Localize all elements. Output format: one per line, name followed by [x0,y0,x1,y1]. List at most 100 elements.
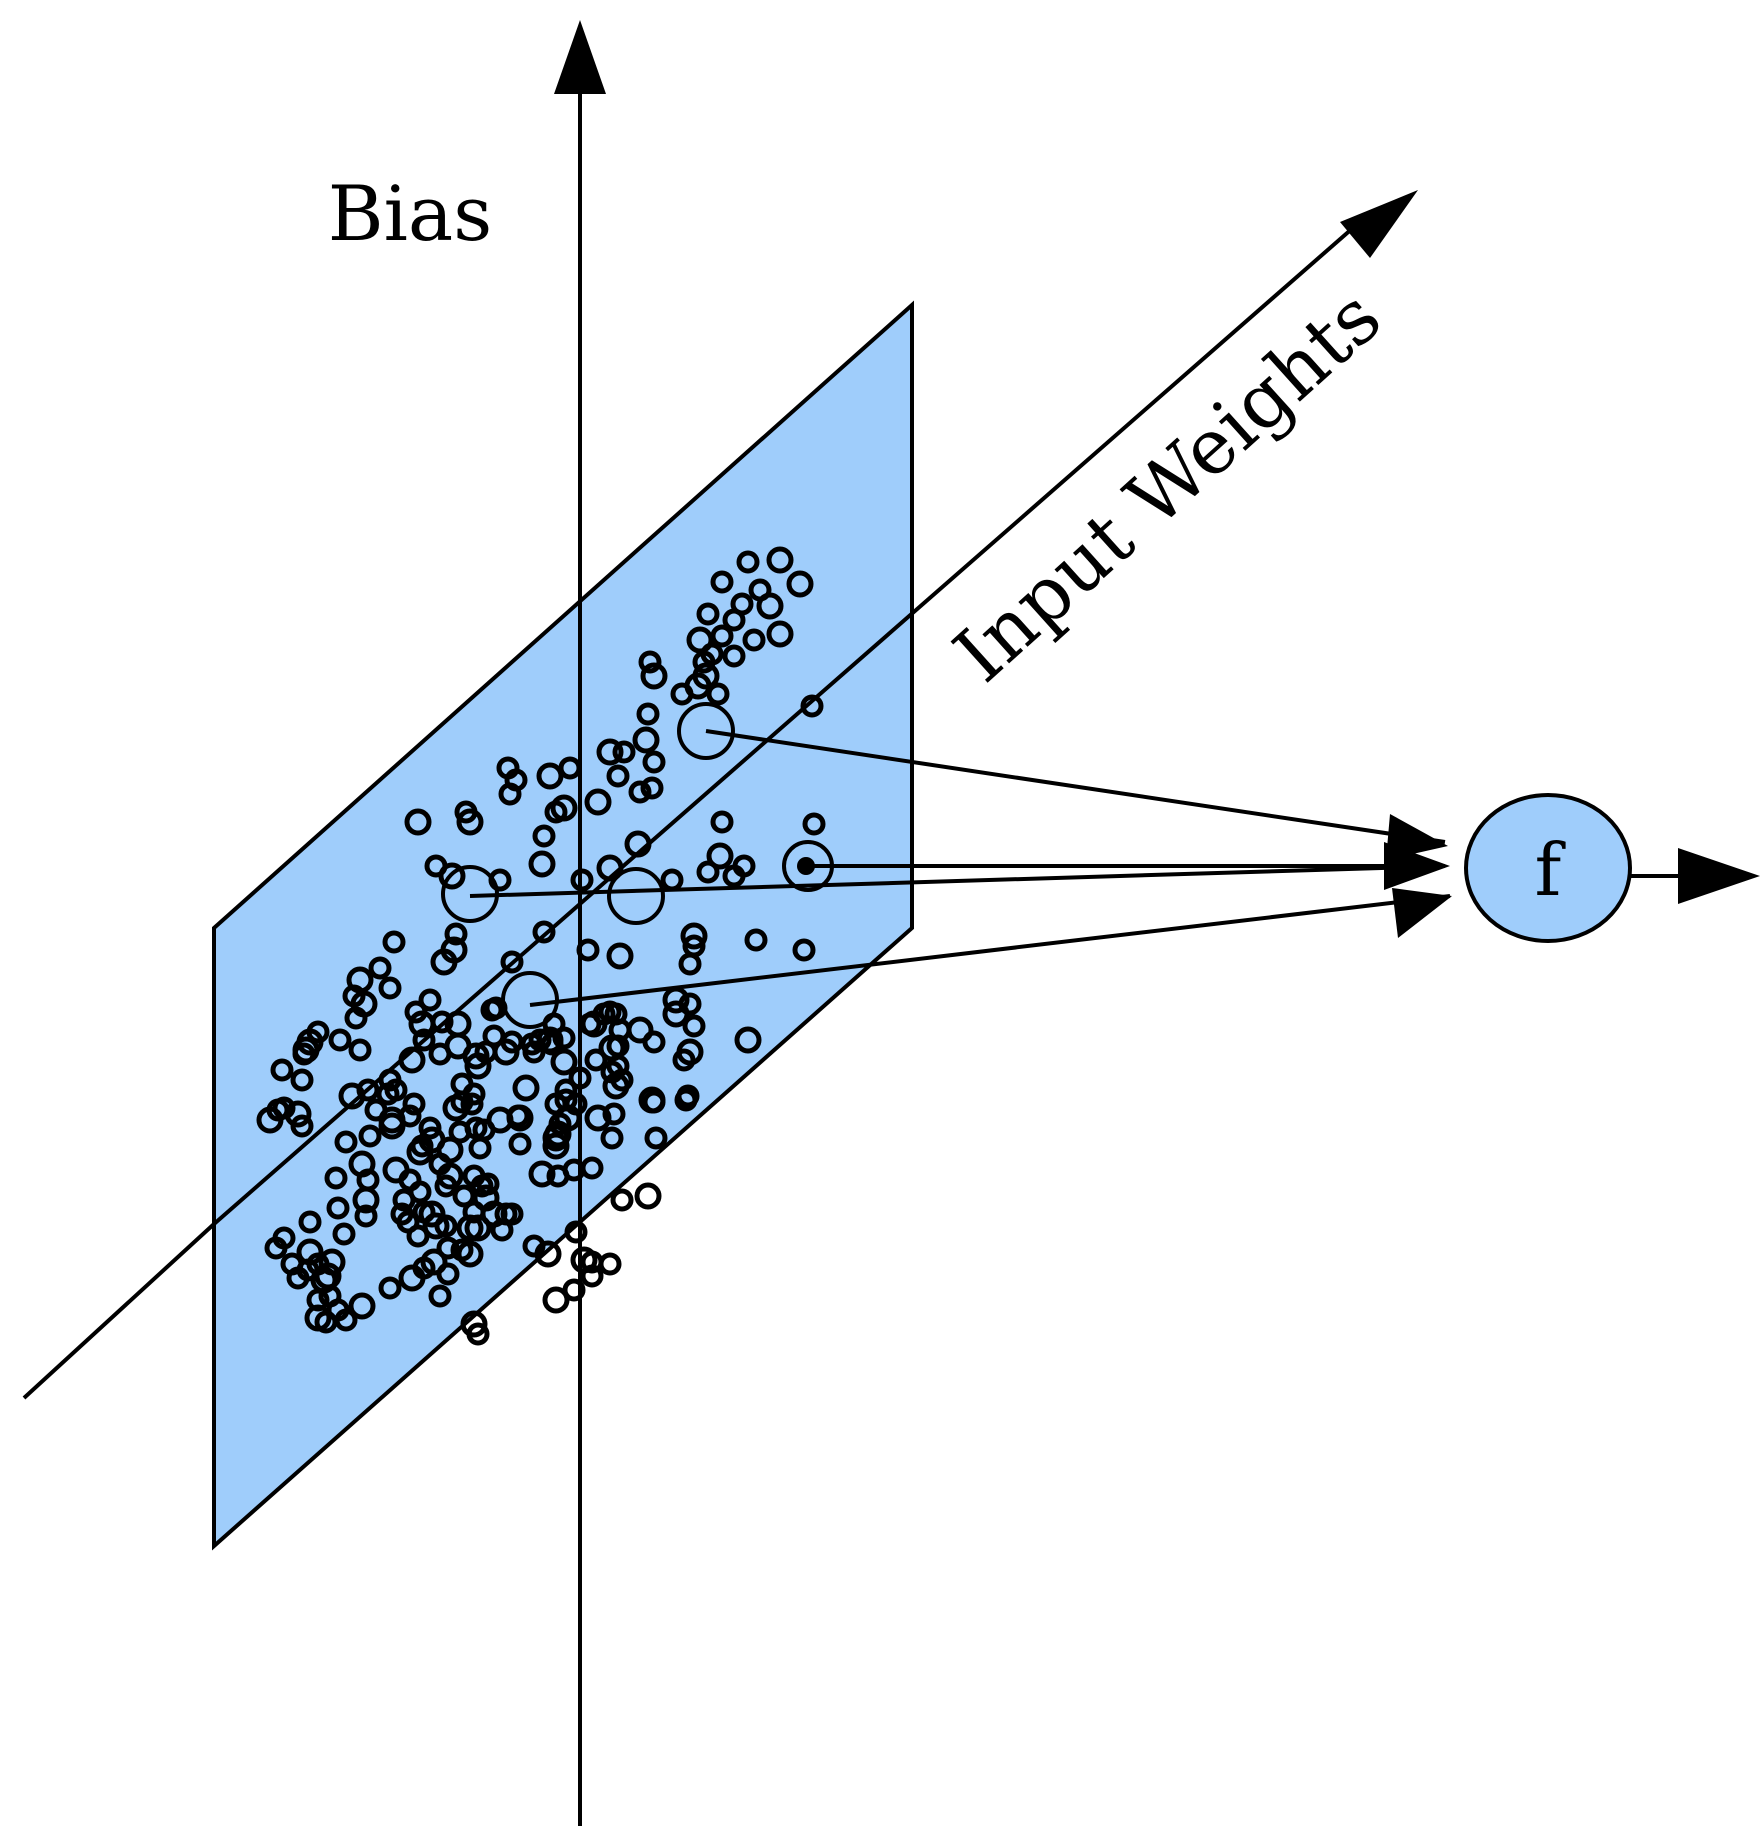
sample-point [546,1164,570,1188]
sample-point [436,1136,464,1164]
output-arrowhead [1678,848,1760,904]
sample-point [512,1074,540,1102]
sample-point [464,1214,492,1242]
sample-point [482,1024,506,1048]
sample-point [802,812,826,836]
sample-point [570,868,594,892]
sample-point [450,1072,474,1096]
sample-point [460,1310,488,1338]
sample-point [682,934,706,958]
sample-point [436,1262,460,1286]
sample-point [422,1212,450,1240]
sample-point [580,1156,604,1180]
sample-point [398,1046,426,1074]
sample-point [290,1068,314,1092]
sample-point [378,976,402,1000]
sample-point [436,1236,460,1260]
sample-point [292,1036,320,1064]
sample-point [696,602,720,626]
sample-point [544,800,568,824]
sample-point [450,1238,474,1262]
sample-point [634,1182,662,1210]
sample-point [710,570,734,594]
sample-point [756,592,784,620]
sample-point [382,930,406,954]
sample-point [436,1162,464,1190]
sample-point [328,1028,352,1052]
selected-point [677,702,735,760]
sample-point [452,1184,476,1208]
weights-axis-arrowhead [1340,190,1418,258]
sample-point [334,1130,358,1154]
sample-point [766,620,794,648]
sample-point [640,776,664,800]
sample-point [358,1124,382,1148]
sample-point [584,1048,608,1072]
sample-point [674,1088,698,1112]
sample-point [554,1088,578,1112]
connection [469,864,1446,898]
selected-point [607,867,665,925]
connections [469,729,1451,1007]
sample-point [692,650,716,674]
sample-point [584,1104,612,1132]
sample-point [418,1200,446,1228]
connection [705,729,1446,844]
sample-point [584,788,612,816]
sample-point [672,1048,696,1072]
sample-point [398,1264,426,1292]
sample-point [392,1188,416,1212]
sample-point [628,780,652,804]
sample-point [638,1086,666,1114]
sample-point [706,842,734,870]
sample-point [466,1322,490,1346]
sample-point [508,1132,532,1156]
sample-point [410,1134,434,1158]
sample-point [744,928,768,952]
sample-point [568,1066,592,1090]
sample-point [476,1172,500,1196]
sample-point [462,1042,490,1070]
sample-point [318,1248,346,1276]
sample-point [264,1236,288,1260]
sample-point [632,726,660,754]
sample-point [298,1210,322,1234]
sample-point [706,682,730,706]
sample-point [792,938,816,962]
sample-point [434,1174,458,1198]
sample-point [736,550,760,574]
connection-arrowhead [1392,888,1452,938]
sample-point [428,1284,452,1308]
sample-point [734,1026,762,1054]
sample-point [382,1156,410,1184]
sample-point [498,782,522,806]
sample-point [686,626,714,654]
sample-point [348,1292,376,1320]
sample-point [536,1026,564,1054]
sample-point [624,830,652,858]
sample-point [542,1132,570,1160]
sample-point [580,1264,604,1288]
sample-point [256,1106,284,1134]
sample-point [532,920,556,944]
sample-point [378,1068,402,1092]
sample-point [598,1252,622,1276]
sample-point [418,1116,442,1140]
sample-point [722,608,746,632]
node-label: f [1535,828,1566,912]
sample-point [596,738,624,766]
weights-label: Input Weights [937,272,1398,699]
connection-arrowheads [1384,814,1452,938]
sample-point [558,756,582,780]
sample-point [564,1220,588,1244]
connection-arrowhead [1384,842,1450,890]
sample-point [682,1014,706,1038]
sample-point [722,644,746,668]
sample-point [496,756,520,780]
sample-point [742,628,766,652]
sample-point [612,740,636,764]
sample-point [528,1160,556,1188]
sample-point [800,694,824,718]
